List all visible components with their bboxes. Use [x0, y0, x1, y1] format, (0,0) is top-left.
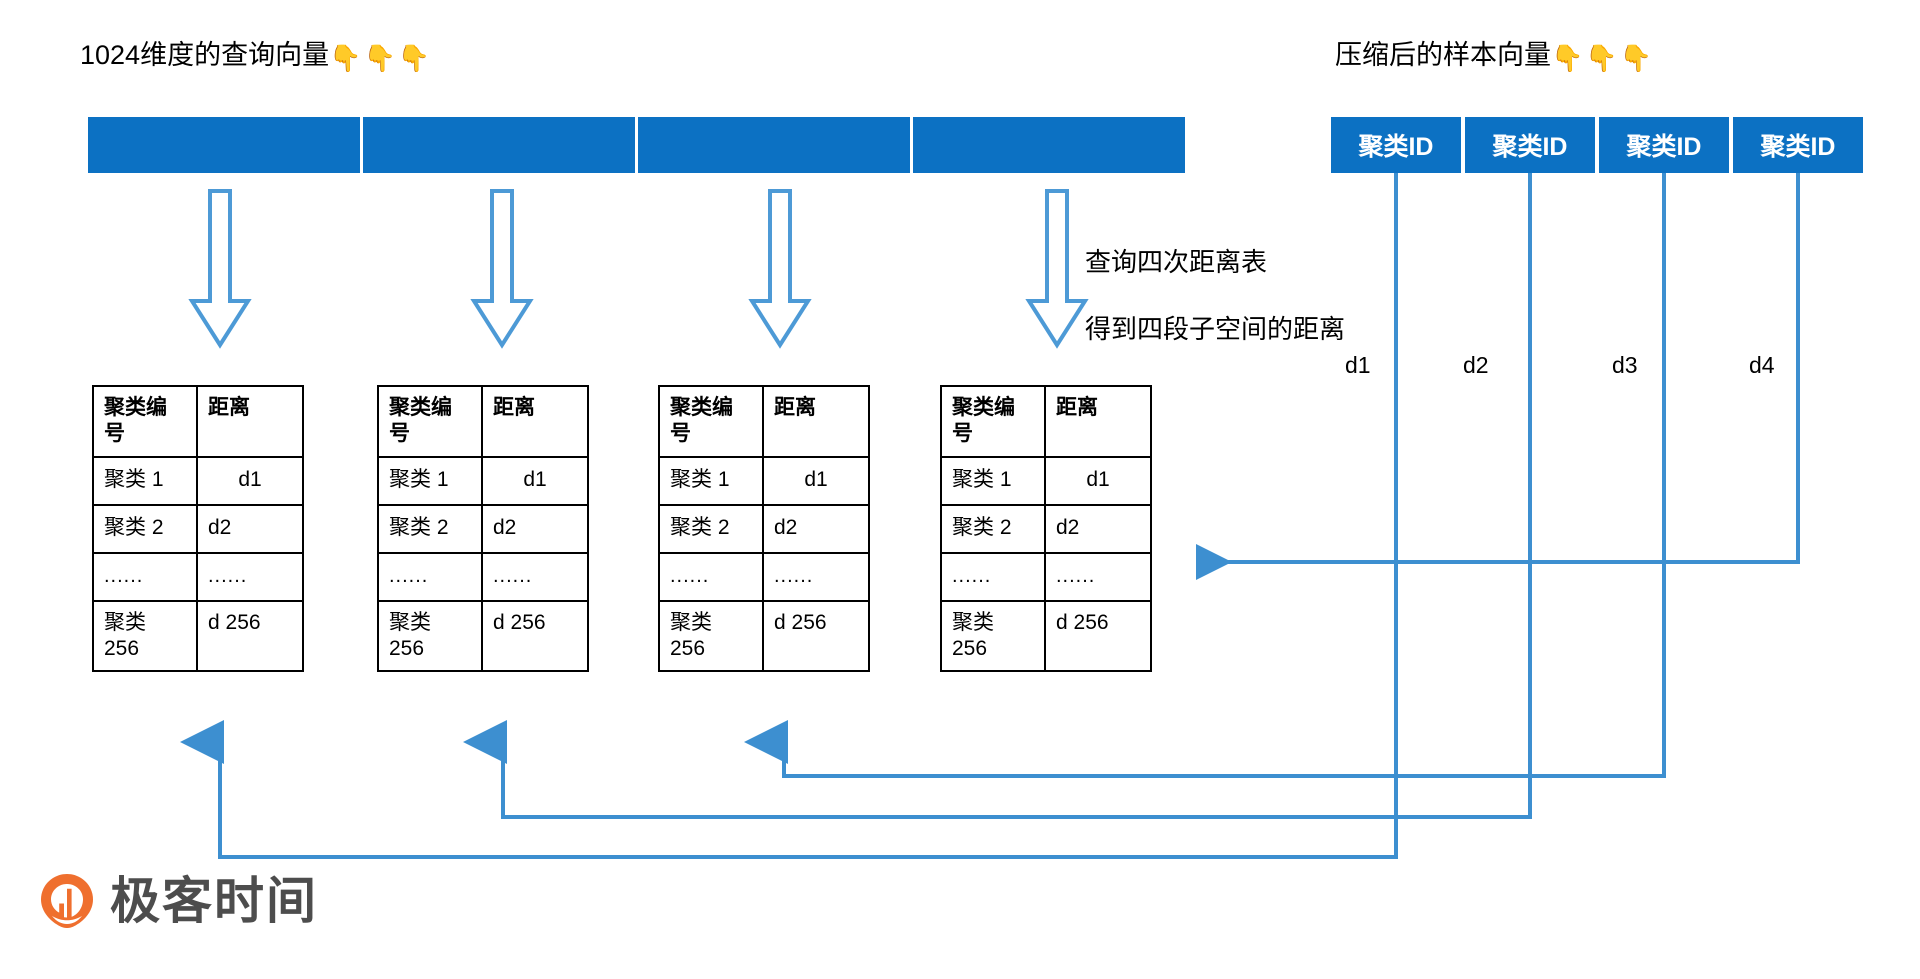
geektime-mark-icon — [38, 872, 96, 930]
cell-cluster: 聚类 256 — [940, 599, 1046, 672]
compressed-vector-heading: 压缩后的样本向量👇👇👇 — [1335, 40, 1655, 73]
table-row: 聚类 256 d 256 — [658, 599, 870, 672]
cell-distance: d 256 — [196, 599, 304, 672]
table-header-cluster-id: 聚类编号 — [940, 385, 1046, 458]
table-row: 聚类 2 d2 — [377, 503, 589, 554]
cell-cluster: 聚类 256 — [658, 599, 764, 672]
cell-cluster: 聚类 1 — [658, 455, 764, 506]
cell-cluster: ...... — [940, 551, 1046, 602]
cell-distance: d1 — [1044, 455, 1152, 506]
cell-distance: ...... — [762, 551, 870, 602]
table-row: 聚类 256 d 256 — [377, 599, 589, 672]
distance-label-d1: d1 — [1345, 352, 1371, 378]
cell-distance: d2 — [762, 503, 870, 554]
block-arrow-down-4 — [1025, 189, 1089, 354]
cell-cluster: 聚类 2 — [940, 503, 1046, 554]
table-header-row: 聚类编号 距离 — [92, 385, 304, 458]
brand-logo-text: 极客时间 — [110, 873, 318, 929]
table-row-ellipsis: ...... ...... — [377, 551, 589, 602]
cell-distance: d1 — [762, 455, 870, 506]
distance-label-d3: d3 — [1612, 352, 1638, 378]
distance-table-4: 聚类编号 距离 聚类 1 d1 聚类 2 d2 ...... ...... 聚类… — [940, 385, 1152, 672]
annotation-line-2: 得到四段子空间的距离 — [1085, 314, 1346, 345]
query-vector-heading: 1024维度的查询向量👇👇👇 — [80, 40, 433, 73]
annotation-text: 查询四次距离表 得到四段子空间的距离 — [1085, 212, 1345, 381]
cell-cluster: 聚类 2 — [92, 503, 198, 554]
distance-label-d2: d2 — [1463, 352, 1489, 378]
table-header-distance: 距离 — [1044, 385, 1152, 458]
table-header-cluster-id: 聚类编号 — [377, 385, 483, 458]
table-row-ellipsis: ...... ...... — [940, 551, 1152, 602]
cell-cluster: ...... — [658, 551, 764, 602]
distance-table-1: 聚类编号 距离 聚类 1 d1 聚类 2 d2 ...... ...... 聚类… — [92, 385, 304, 672]
cell-cluster: ...... — [377, 551, 483, 602]
table-header-row: 聚类编号 距离 — [940, 385, 1152, 458]
cell-cluster: 聚类 2 — [658, 503, 764, 554]
cell-distance: d1 — [196, 455, 304, 506]
table-header-distance: 距离 — [196, 385, 304, 458]
table-row-ellipsis: ...... ...... — [658, 551, 870, 602]
cell-cluster: 聚类 256 — [377, 599, 483, 672]
compressed-vector-heading-text: 压缩后的样本向量 — [1335, 40, 1551, 70]
query-vector-bar — [88, 117, 1185, 173]
block-arrow-down-2 — [470, 189, 534, 354]
table-row: 聚类 2 d2 — [940, 503, 1152, 554]
table-header-row: 聚类编号 距离 — [658, 385, 870, 458]
block-arrow-down-3 — [748, 189, 812, 354]
distance-table-2: 聚类编号 距离 聚类 1 d1 聚类 2 d2 ...... ...... 聚类… — [377, 385, 589, 672]
table-header-cluster-id: 聚类编号 — [658, 385, 764, 458]
cell-distance: d2 — [196, 503, 304, 554]
pointing-down-icon: 👇👇👇 — [329, 43, 433, 73]
pointing-down-icon-2: 👇👇👇 — [1551, 43, 1655, 73]
compressed-vector-cell-2: 聚类ID — [1465, 117, 1595, 173]
cell-distance: ...... — [481, 551, 589, 602]
cell-distance: d1 — [481, 455, 589, 506]
cell-distance: d2 — [481, 503, 589, 554]
table-row: 聚类 1 d1 — [658, 455, 870, 506]
cell-cluster: 聚类 1 — [377, 455, 483, 506]
query-vector-heading-text: 1024维度的查询向量 — [80, 40, 330, 70]
table-row: 聚类 1 d1 — [377, 455, 589, 506]
table-header-distance: 距离 — [481, 385, 589, 458]
block-arrow-down-1 — [188, 189, 252, 354]
distance-label-d4: d4 — [1749, 352, 1775, 378]
cell-cluster: ...... — [92, 551, 198, 602]
query-vector-segment-2 — [363, 117, 635, 173]
compressed-vector-cell-4: 聚类ID — [1733, 117, 1863, 173]
table-row: 聚类 256 d 256 — [940, 599, 1152, 672]
table-row: 聚类 1 d1 — [940, 455, 1152, 506]
cell-cluster: 聚类 1 — [92, 455, 198, 506]
table-header-row: 聚类编号 距离 — [377, 385, 589, 458]
cell-cluster: 聚类 256 — [92, 599, 198, 672]
table-header-cluster-id: 聚类编号 — [92, 385, 198, 458]
cell-distance: d2 — [1044, 503, 1152, 554]
query-vector-segment-3 — [638, 117, 910, 173]
table-row: 聚类 2 d2 — [92, 503, 304, 554]
table-row-ellipsis: ...... ...... — [92, 551, 304, 602]
table-header-distance: 距离 — [762, 385, 870, 458]
table-row: 聚类 256 d 256 — [92, 599, 304, 672]
annotation-line-1: 查询四次距离表 — [1085, 246, 1268, 277]
cell-distance: d 256 — [762, 599, 870, 672]
distance-table-3: 聚类编号 距离 聚类 1 d1 聚类 2 d2 ...... ...... 聚类… — [658, 385, 870, 672]
table-row: 聚类 1 d1 — [92, 455, 304, 506]
cell-cluster: 聚类 1 — [940, 455, 1046, 506]
compressed-vector-cell-3: 聚类ID — [1599, 117, 1729, 173]
query-vector-segment-4 — [913, 117, 1185, 173]
cell-distance: d 256 — [1044, 599, 1152, 672]
query-vector-segment-1 — [88, 117, 360, 173]
table-row: 聚类 2 d2 — [658, 503, 870, 554]
cell-distance: d 256 — [481, 599, 589, 672]
compressed-vector-cell-1: 聚类ID — [1331, 117, 1461, 173]
cell-distance: ...... — [196, 551, 304, 602]
brand-logo: 极客时间 — [38, 872, 318, 930]
cell-distance: ...... — [1044, 551, 1152, 602]
cell-cluster: 聚类 2 — [377, 503, 483, 554]
